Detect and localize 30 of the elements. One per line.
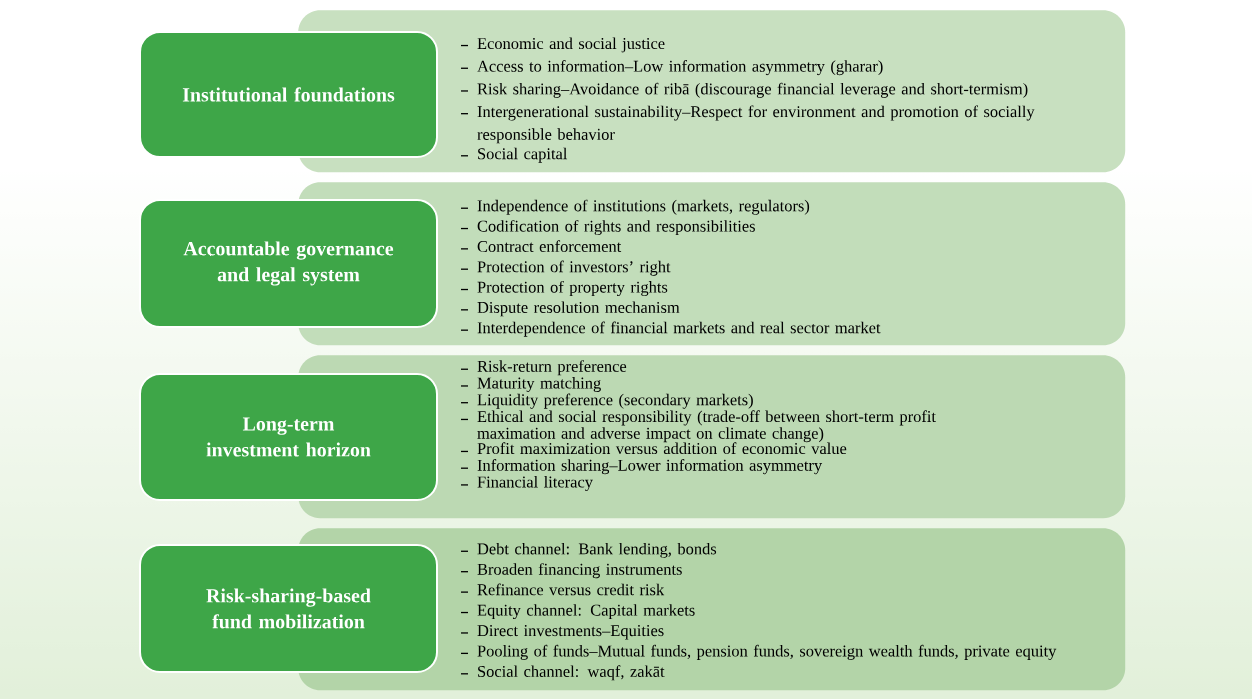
title-box: Institutional foundations [139,31,438,158]
list-item: Access to information–Low information asymmetry (gharar) [460,60,883,76]
list-item: Ethical and social responsibility (trade-off between short-term profit maximation and adverse impact on climate change) [460,410,936,443]
list-item: Direct investments–Equities [460,625,664,640]
list-item: Debt channel: Bank lending, bonds [460,542,717,558]
list-item: Protection of property rights [460,280,668,297]
list-item: Equity channel: Capital markets [460,604,695,620]
list-item: Maturity matching [460,377,601,392]
list-item: Economic and social justice [460,37,665,53]
list-item: Contract enforcement [460,240,622,253]
list-item: Codification of rights and responsibilities [460,219,755,236]
list-item: Social channel: waqf, zakāt [460,665,665,681]
list-item: Social capital [460,147,568,163]
title-box: Risk-sharing-based fund mobilization [139,544,438,673]
list-item: Profit maximization versus addition of economic value [460,442,847,455]
list-item: Information sharing–Lower information asymmetry [460,459,823,475]
list-item: Interdependence of financial markets and real sector market [460,321,881,337]
list-item: Refinance versus credit risk [460,583,665,596]
list-item: Financial literacy [460,476,593,491]
list-item: Liquidity preference (secondary markets) [460,393,753,409]
title-box: Accountable governance and legal system [139,199,438,328]
list-item: Risk sharing–Avoidance of ribā (discourage financial leverage and short-termism) [460,82,1028,98]
title-box: Long-term investment horizon [139,373,438,501]
list-item: Protection of investors’ right [460,260,671,276]
list-item: Pooling of funds–Mutual funds, pension funds, sovereign wealth funds, private equity [460,644,1057,660]
list-item: Independence of institutions (markets, regulators) [460,199,810,215]
list-item: Dispute resolution mechanism [460,301,680,317]
list-item: Risk-return preference [460,360,627,376]
list-item: Intergenerational sustainability–Respect for environment and promotion of socially responsible behavior [460,105,1035,144]
list-item: Broaden financing instruments [460,563,682,579]
